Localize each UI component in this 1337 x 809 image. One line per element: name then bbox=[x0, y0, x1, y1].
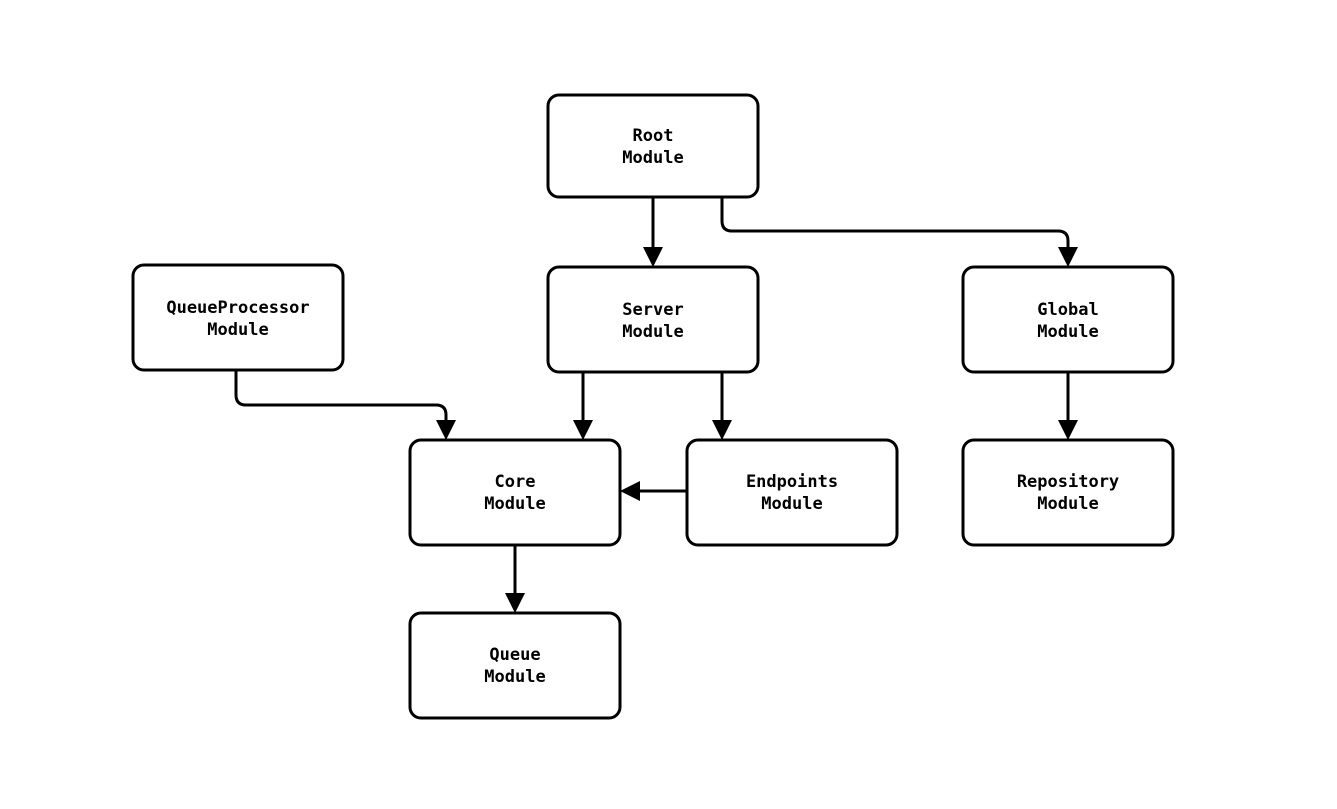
node-endpoints-label-line1: Endpoints bbox=[746, 472, 838, 492]
edge-endpoints-core-arrowhead bbox=[620, 481, 640, 501]
edge-server-core-arrowhead bbox=[573, 420, 593, 440]
edge-root-server bbox=[643, 197, 663, 267]
node-endpoints-label-line2: Module bbox=[761, 494, 822, 514]
edge-core-queue bbox=[505, 545, 525, 613]
node-queue-box[interactable] bbox=[408, 611, 622, 720]
edge-server-endpoints-arrowhead bbox=[712, 420, 732, 440]
edge-server-endpoints bbox=[712, 372, 732, 440]
node-global-label-line2: Module bbox=[1037, 322, 1098, 342]
edge-root-server-arrowhead bbox=[643, 247, 663, 267]
node-queue-label-line2: Module bbox=[484, 667, 545, 687]
node-repository-label-line1: Repository bbox=[1017, 472, 1119, 492]
node-queueprocessor-label-line1: QueueProcessor bbox=[166, 298, 309, 318]
node-server-label-line2: Module bbox=[622, 322, 683, 342]
node-global-label-line1: Global bbox=[1037, 300, 1098, 320]
node-core[interactable]: Core Module bbox=[408, 438, 622, 547]
node-queue[interactable]: Queue Module bbox=[408, 611, 622, 720]
edge-root-global bbox=[720, 197, 1078, 267]
node-core-label-line1: Core bbox=[495, 472, 536, 492]
node-server-label-line1: Server bbox=[622, 300, 683, 320]
node-root-box[interactable] bbox=[546, 93, 760, 199]
edge-root-global-line bbox=[720, 197, 1070, 252]
edge-queueprocessor-core-line bbox=[234, 370, 448, 425]
node-endpoints-box[interactable] bbox=[685, 438, 899, 547]
node-core-box[interactable] bbox=[408, 438, 622, 547]
edge-global-repository bbox=[1058, 372, 1078, 440]
node-core-label-line2: Module bbox=[484, 494, 545, 514]
node-root[interactable]: Root Module bbox=[546, 93, 760, 199]
edge-endpoints-core bbox=[620, 481, 687, 501]
node-server[interactable]: Server Module bbox=[546, 265, 760, 374]
node-global-box[interactable] bbox=[961, 265, 1175, 374]
edge-queueprocessor-core bbox=[234, 370, 456, 440]
node-queue-label-line1: Queue bbox=[489, 645, 540, 665]
edge-root-global-arrowhead bbox=[1058, 247, 1078, 267]
node-queueprocessor-label-line2: Module bbox=[207, 320, 268, 340]
node-root-label-line1: Root bbox=[633, 126, 674, 146]
edge-core-queue-arrowhead bbox=[505, 593, 525, 613]
node-server-box[interactable] bbox=[546, 265, 760, 374]
node-repository[interactable]: Repository Module bbox=[961, 438, 1175, 547]
node-global[interactable]: Global Module bbox=[961, 265, 1175, 374]
edge-global-repository-arrowhead bbox=[1058, 420, 1078, 440]
node-repository-label-line2: Module bbox=[1037, 494, 1098, 514]
node-repository-box[interactable] bbox=[961, 438, 1175, 547]
node-queueprocessor-box[interactable] bbox=[131, 263, 345, 372]
node-queueprocessor[interactable]: QueueProcessor Module bbox=[131, 263, 345, 372]
node-endpoints[interactable]: Endpoints Module bbox=[685, 438, 899, 547]
edge-server-core bbox=[573, 372, 593, 440]
node-root-label-line2: Module bbox=[622, 148, 683, 168]
node-layer: Root Module QueueProcessor Module Server… bbox=[131, 93, 1175, 720]
edge-layer bbox=[234, 197, 1078, 613]
edge-queueprocessor-core-arrowhead bbox=[436, 420, 456, 440]
